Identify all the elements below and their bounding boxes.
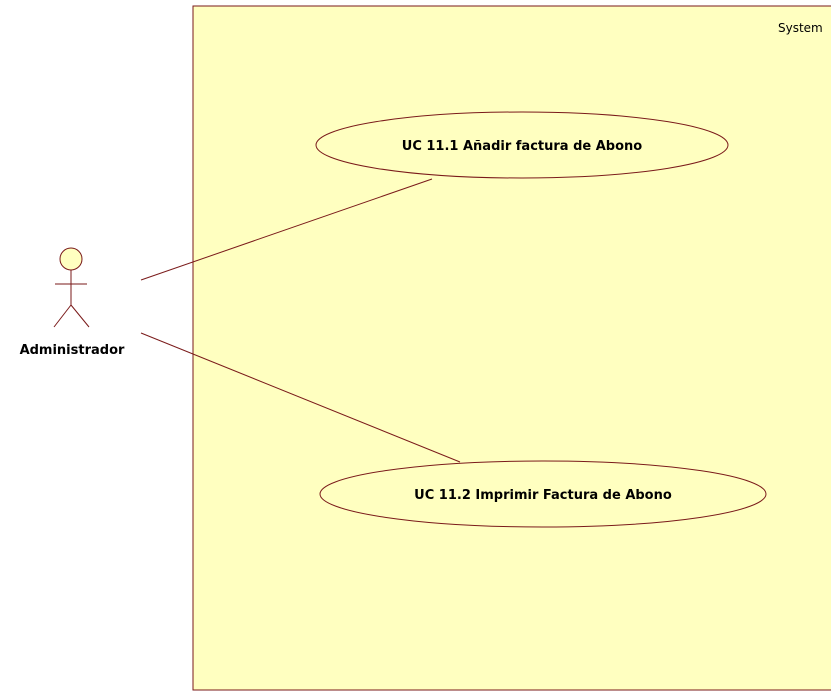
system-boundary-label: System [778,21,823,35]
actor-head [59,247,83,271]
use-case-label: UC 11.2 Imprimir Factura de Abono [414,488,672,503]
actor-left-leg [53,304,72,328]
use-case-label: UC 11.1 Añadir factura de Abono [402,139,643,154]
association-line-uc-11-2[interactable] [140,332,461,463]
system-boundary-rect [192,5,831,691]
system-boundary[interactable]: System [192,5,831,691]
use-case-uc-11-2[interactable]: UC 11.2 Imprimir Factura de Abono [319,460,767,528]
use-case-ellipse [315,111,729,179]
actor-label: Administrador [20,343,125,358]
actor-right-leg [70,304,90,328]
use-case-uc-11-1[interactable]: UC 11.1 Añadir factura de Abono [315,111,729,179]
stick-figure-icon [53,247,90,328]
use-case-ellipse [319,460,767,528]
actor-administrador[interactable]: Administrador [20,247,125,358]
association-line-uc-11-1[interactable] [140,178,433,281]
